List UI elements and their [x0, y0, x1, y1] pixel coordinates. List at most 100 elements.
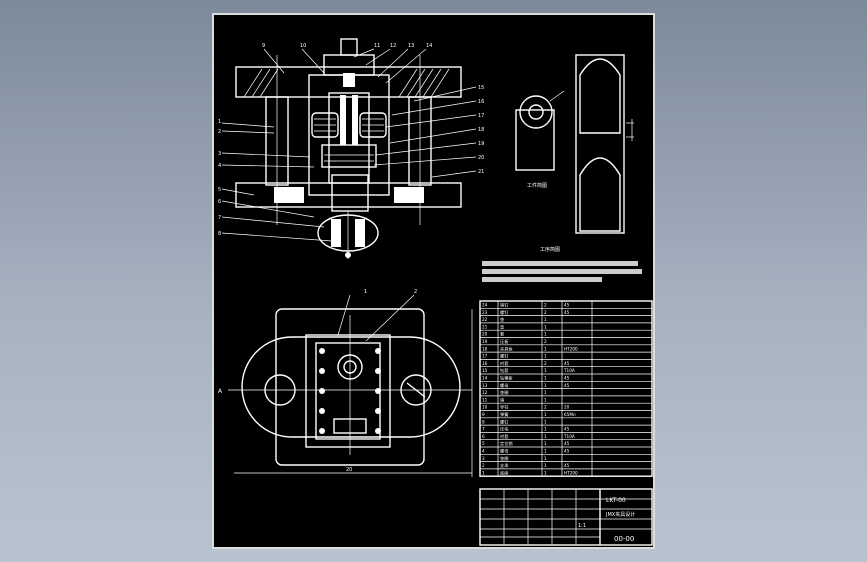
- bom-cell-no: 12: [482, 390, 488, 395]
- bom-cell-name: 压板: [500, 338, 509, 345]
- overall-width: 20: [346, 467, 352, 473]
- process-sketch-label: 工序简图: [540, 246, 560, 253]
- bom-cell-qty: 1: [544, 390, 547, 395]
- bom-cell-qty: 2: [544, 303, 547, 308]
- bom-cell-name: 螺母: [500, 382, 508, 389]
- bom-row: 12 垫圈 1: [482, 389, 547, 396]
- top-plate: [235, 66, 462, 98]
- svg-text:14: 14: [426, 43, 432, 49]
- bom-cell-no: 6: [482, 434, 485, 439]
- bom-cell-no: 7: [482, 427, 485, 432]
- bom-cell-qty: 2: [544, 339, 547, 344]
- bom-cell-qty: 1: [544, 332, 547, 337]
- bom-cell-name: 钻套: [500, 367, 509, 374]
- screw-holes: [319, 348, 381, 434]
- clamp-block: [321, 144, 377, 168]
- drill-plate: [305, 334, 391, 448]
- bom-cell-no: 15: [482, 368, 488, 373]
- spring-right: [359, 112, 387, 138]
- bom-cell-mat: 45: [564, 449, 570, 454]
- bom-cell-qty: 1: [544, 434, 547, 439]
- svg-text:1: 1: [218, 119, 221, 125]
- bom-cell-no: 1: [482, 470, 485, 475]
- title-block: LKT-00 JMX夹具设计 1:1 00-00: [479, 488, 653, 546]
- bom-cell-qty: 1: [544, 470, 547, 475]
- process-sketch: 工序简图: [540, 54, 634, 253]
- bom-cell-mat: HT200: [564, 470, 578, 475]
- svg-text:1: 1: [364, 289, 367, 295]
- bom-cell-no: 16: [482, 361, 488, 366]
- workpiece-sketch: 工件简图: [515, 90, 565, 189]
- bom-cell-mat: 20: [564, 405, 570, 410]
- svg-text:8: 8: [218, 231, 221, 237]
- bom-cell-qty: 1: [544, 449, 547, 454]
- bom-cell-qty: 1: [544, 427, 547, 432]
- top-screw: [340, 38, 358, 56]
- bom-cell-qty: 1: [544, 397, 547, 402]
- base-plate: [235, 182, 462, 208]
- bom-cell-name: 钻模板: [500, 375, 513, 382]
- svg-text:11: 11: [374, 43, 380, 49]
- bom-cell-no: 8: [482, 419, 485, 424]
- drill-bush: [328, 92, 370, 184]
- workpiece-hole: [528, 104, 544, 120]
- top-plate-hatch: [243, 68, 450, 98]
- process-part-upper: [579, 58, 621, 134]
- svg-text:10: 10: [300, 43, 306, 49]
- svg-text:2: 2: [414, 289, 417, 295]
- bom-cell-no: 11: [482, 397, 488, 402]
- bom-cell-qty: 1: [544, 441, 547, 446]
- bom-cell-name: 夹具体: [500, 345, 513, 352]
- bom-cell-qty: 1: [544, 354, 547, 359]
- bom-cell-no: 13: [482, 383, 488, 388]
- bom-cell-name: 销: [500, 396, 504, 403]
- bom-cell-no: 2: [482, 463, 485, 468]
- bom-cell-name: 销钉: [500, 302, 509, 309]
- bom-row: 14 钻模板 1 45: [482, 375, 570, 382]
- bom-cell-qty: 1: [544, 376, 547, 381]
- bom-cell-qty: 2: [544, 405, 547, 410]
- svg-text:15: 15: [478, 85, 484, 91]
- workpiece-body: [515, 109, 555, 171]
- bom-cell-qty: 1: [544, 412, 547, 417]
- technical-notes: [482, 261, 642, 282]
- svg-text:4: 4: [218, 163, 221, 169]
- locating-pin: [331, 174, 369, 212]
- bom-cell-mat: 45: [564, 310, 570, 315]
- bom-cell-name: 压块: [500, 426, 509, 433]
- workpiece-sketch-label: 工件简图: [527, 182, 547, 189]
- bom-cell-qty: 1: [544, 368, 547, 373]
- bom-row: 11 销 1: [482, 396, 547, 403]
- bom-cell-name: 垫: [500, 316, 505, 322]
- workpiece-boss: [519, 95, 553, 129]
- bom-cell-name: 定位销: [500, 440, 513, 447]
- bom-cell-no: 14: [482, 376, 488, 381]
- bom-cell-mat: T10A: [563, 434, 575, 439]
- svg-text:3: 3: [218, 151, 221, 157]
- svg-text:18: 18: [478, 127, 484, 133]
- bom-cell-qty: 1: [544, 317, 547, 322]
- bom-cell-qty: 2: [544, 361, 547, 366]
- bom-cell-no: 24: [482, 303, 488, 308]
- drawing-code: LKT-00: [606, 497, 626, 504]
- svg-text:21: 21: [478, 169, 484, 175]
- bom-cell-mat: 45: [564, 376, 570, 381]
- bom-cell-no: 9: [482, 412, 485, 417]
- bom-cell-name: 垫: [500, 323, 505, 329]
- bom-cell-no: 5: [482, 441, 485, 446]
- bom-cell-name: 垫圈: [500, 389, 508, 396]
- bom-cell-name: 螺钉: [500, 418, 509, 425]
- bom-cell-name: 螺钉: [500, 353, 509, 360]
